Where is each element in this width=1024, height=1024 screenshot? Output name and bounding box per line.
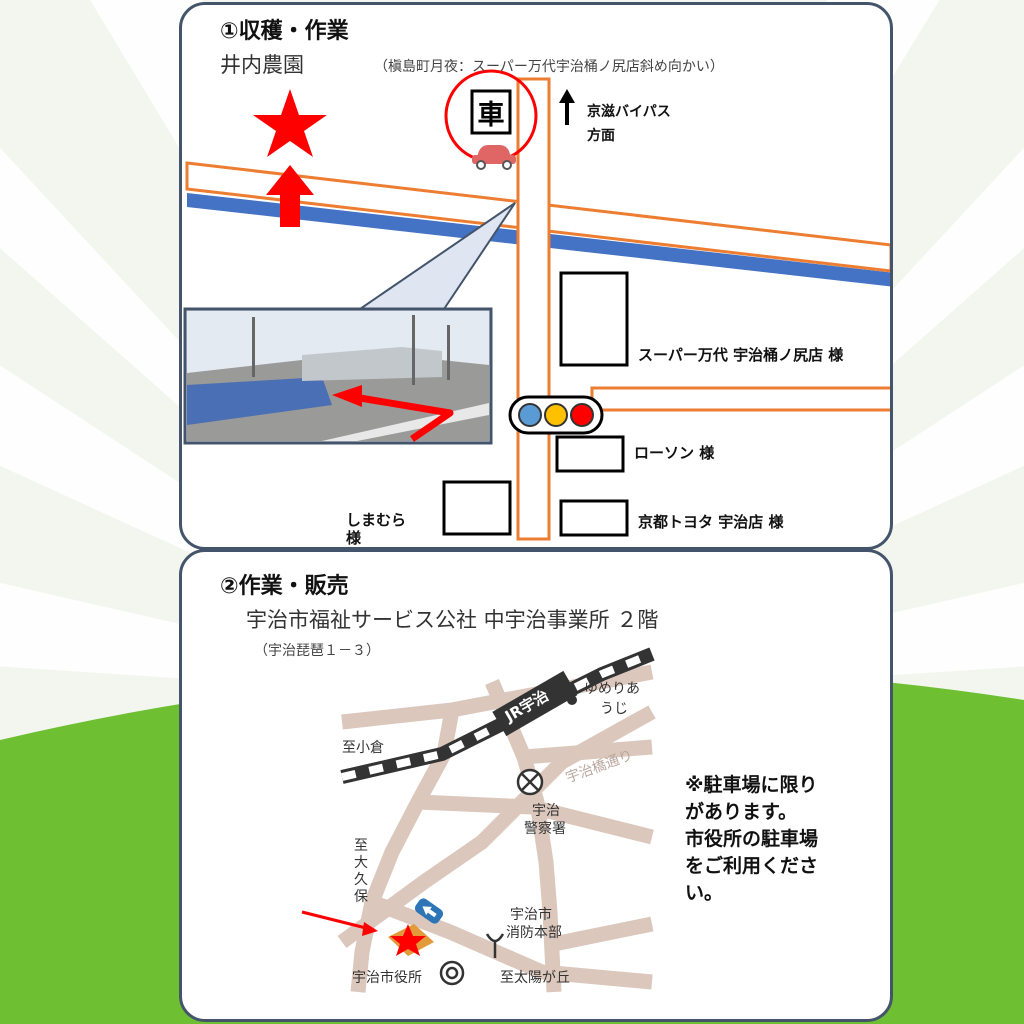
- section2-title: ②作業・販売: [220, 574, 349, 599]
- parking-note-line: をご利用くださ: [685, 855, 819, 877]
- city-hall-label: 宇治市役所: [352, 970, 422, 986]
- parking-note: ※駐車場に限り があります。 市役所の駐車場 をご利用くださ い。: [685, 772, 885, 907]
- yumeria-dot: [567, 695, 577, 705]
- to-okubo-label: 至大久保: [354, 838, 368, 905]
- to-ogura-label: 至小倉: [342, 740, 384, 756]
- city-hall-icon: [439, 960, 465, 986]
- parking-note-line: があります。: [685, 801, 798, 823]
- lawson-building: [555, 435, 625, 473]
- shimamura-building: [442, 480, 512, 536]
- red-pointer-arrow-icon: [301, 910, 378, 936]
- parking-note-line: ※駐車場に限り: [685, 774, 818, 796]
- office-address-note: （宇治琵琶１－３）: [254, 643, 380, 659]
- toyota-label: 京都トヨタ 宇治店 様: [638, 513, 784, 531]
- direction-label-1: 京滋バイパス: [587, 104, 671, 120]
- parking-note-line: い。: [685, 882, 724, 904]
- road-lower: [590, 386, 890, 412]
- fire-dept-label-2: 消防本部: [506, 925, 562, 941]
- office-access-map: [301, 647, 656, 993]
- lawson-label: ローソン 様: [634, 444, 715, 462]
- farm-access-map: [183, 69, 890, 541]
- farm-address-note: （槇島町月夜：スーパー万代宇治桶ノ尻店斜め向かい）: [374, 59, 724, 75]
- road-north-south: [516, 77, 551, 541]
- red-up-arrow-icon: [266, 165, 314, 227]
- to-taiyogaoka-label: 至太陽が丘: [500, 970, 570, 986]
- direction-label-2: 方面: [587, 128, 615, 144]
- section-harvest-panel: ①収穫・作業 井内農園 （槇島町月夜：スーパー万代宇治桶ノ尻店斜め向かい） 車 …: [179, 2, 893, 550]
- police-station-icon: [516, 768, 544, 796]
- office-star-icon: [390, 924, 426, 956]
- fire-dept-label-1: 宇治市: [510, 907, 552, 923]
- yumeria-label-1: ゆめりあ: [584, 681, 640, 697]
- jr-station-badge: [492, 670, 578, 737]
- fire-department-icon: [485, 933, 505, 958]
- north-arrow-icon: [559, 89, 575, 125]
- toyota-building: [559, 499, 629, 537]
- street-photo: [183, 307, 493, 445]
- yumeria-label-2: うじ: [600, 701, 628, 717]
- car-icon: [472, 145, 516, 170]
- shimamura-label-2: 様: [346, 529, 362, 547]
- section1-title: ①収穫・作業: [220, 19, 349, 44]
- shimamura-label-1: しまむら: [346, 511, 407, 529]
- section-sales-panel: ②作業・販売 宇治市福祉サービス公社 中宇治事業所 ２階 （宇治琵琶１－３） J…: [179, 549, 893, 1022]
- office-name: 宇治市福祉サービス公社 中宇治事業所 ２階: [246, 608, 659, 632]
- car-label: 車: [477, 100, 505, 131]
- parking-note-line: 市役所の駐車場: [685, 828, 819, 850]
- farm-name: 井内農園: [220, 53, 304, 77]
- farm-star-icon: [253, 89, 327, 157]
- supermarket-building: [559, 271, 629, 367]
- supermarket-label: スーパー万代 宇治桶ノ尻店 様: [638, 346, 844, 364]
- police-label-1: 宇治: [532, 803, 560, 819]
- parking-icon: [414, 898, 444, 924]
- police-label-2: 警察署: [524, 821, 566, 837]
